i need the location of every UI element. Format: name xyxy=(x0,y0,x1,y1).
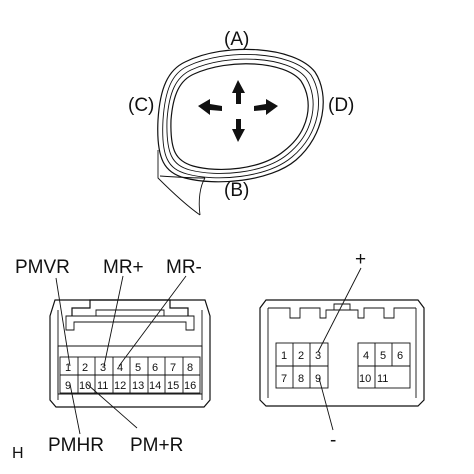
adjust-arrows-icon xyxy=(198,80,278,142)
left-pin-15: 15 xyxy=(167,380,179,392)
left-pin-5: 5 xyxy=(135,362,141,374)
left-pin-4: 4 xyxy=(117,362,123,374)
corner-mark: H xyxy=(12,445,24,462)
label-plus: + xyxy=(355,249,366,270)
left-pin-6: 6 xyxy=(152,362,158,374)
connector-right-pins: 1 2 3 7 8 9 4 5 6 10 11 xyxy=(275,342,411,389)
connector-left-pins: 1 2 3 4 5 6 7 8 9 10 11 12 13 14 15 16 xyxy=(59,356,201,394)
left-pin-8: 8 xyxy=(187,362,193,374)
label-pmvr: PMVR xyxy=(15,257,70,278)
mirror-label-a: (A) xyxy=(224,29,249,50)
mirror-label-d: (D) xyxy=(328,95,354,116)
right-pin-7: 7 xyxy=(281,373,287,385)
label-mr-minus: MR- xyxy=(166,257,202,278)
right-pin-2: 2 xyxy=(298,350,304,362)
left-pin-7: 7 xyxy=(170,362,176,374)
left-pin-10: 10 xyxy=(79,380,91,392)
label-pm-plus-r: PM+R xyxy=(130,435,183,456)
connector-right-leaders xyxy=(317,267,362,431)
left-pin-14: 14 xyxy=(149,380,161,392)
right-pin-10: 10 xyxy=(359,373,371,385)
right-pin-8: 8 xyxy=(298,373,304,385)
left-pin-3: 3 xyxy=(100,362,106,374)
left-pin-1: 1 xyxy=(65,362,71,374)
right-pin-4: 4 xyxy=(363,350,369,362)
right-pin-11: 11 xyxy=(377,373,388,385)
right-pin-1: 1 xyxy=(281,350,287,362)
connector-left-body xyxy=(49,299,211,408)
left-pin-9: 9 xyxy=(65,380,71,392)
label-pmhr: PMHR xyxy=(48,435,104,456)
left-pin-13: 13 xyxy=(132,380,144,392)
left-pin-2: 2 xyxy=(82,362,88,374)
label-mr-plus: MR+ xyxy=(103,257,144,278)
connector-right-body xyxy=(259,299,425,407)
left-pin-16: 16 xyxy=(184,380,196,392)
label-minus: - xyxy=(330,430,336,451)
mirror-label-b: (B) xyxy=(224,180,249,201)
mirror-label-c: (C) xyxy=(128,95,154,116)
right-pin-3: 3 xyxy=(315,350,321,362)
right-pin-9: 9 xyxy=(315,373,321,385)
right-pin-6: 6 xyxy=(397,350,403,362)
connector-left-leaders xyxy=(55,275,187,435)
right-pin-5: 5 xyxy=(380,350,386,362)
left-pin-12: 12 xyxy=(114,380,126,392)
left-pin-11: 11 xyxy=(97,380,108,392)
mirror-outline xyxy=(157,48,324,216)
